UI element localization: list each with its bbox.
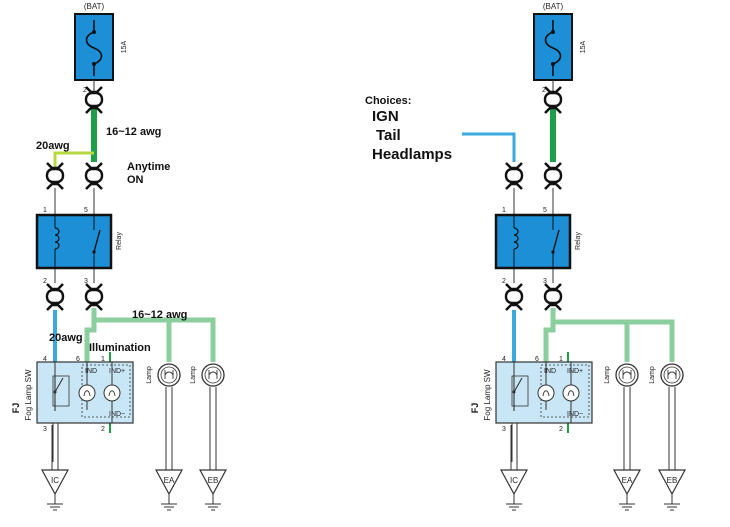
- right-connector-5: [543, 161, 563, 191]
- fuse-icon: [85, 20, 103, 76]
- ground-icon: [500, 424, 528, 511]
- left-relay-pin-1: 1: [43, 207, 47, 214]
- right-connector-1: [504, 161, 524, 191]
- ground-icon: [155, 424, 183, 511]
- left-relay-box: [35, 213, 113, 270]
- relay-switch-icon: [551, 215, 560, 268]
- right-fuse-connector: [543, 85, 563, 115]
- left-switch-ind: IND: [85, 368, 97, 375]
- choice-tail: Tail: [376, 127, 401, 144]
- left-switch-ind-minus: IND−: [109, 411, 125, 418]
- right-relay-pin-5: 5: [543, 207, 547, 214]
- left-switch-name: Fog Lamp SW: [24, 369, 33, 421]
- ground-icon: [658, 424, 686, 511]
- right-switch-ind-minus: IND−: [567, 411, 583, 418]
- ground-icon: [41, 424, 69, 511]
- left-switch-pin-2: 2: [101, 426, 105, 433]
- left-switch-ind-plus: IND+: [109, 368, 125, 375]
- switch-contact-icon: [511, 362, 529, 411]
- right-relay-box: [494, 213, 572, 270]
- left-wire-lamp-gauge: 16~12 awg: [132, 309, 187, 321]
- left-relay-pin-5: 5: [84, 207, 88, 214]
- left-relay-pin-3: 3: [84, 278, 88, 285]
- left-switch-pin-6: 6: [76, 356, 80, 363]
- right-ground-ic: IC: [510, 476, 518, 485]
- choice-headlamps: Headlamps: [372, 146, 452, 163]
- wire-lamp-feed: [84, 308, 216, 362]
- relay-switch-icon: [92, 215, 101, 268]
- fuse-icon: [544, 20, 562, 76]
- right-switch-pin-1: 1: [559, 356, 563, 363]
- right-fuse-source: (BAT): [543, 2, 564, 11]
- ground-icon: [613, 424, 641, 511]
- left-switch-pin-3: 3: [43, 426, 47, 433]
- right-fuse-rating: 15A: [580, 40, 587, 53]
- right-ground-eb: EB: [667, 476, 678, 485]
- left-fuse-connector: [84, 85, 104, 115]
- relay-coil-icon: [513, 215, 519, 268]
- right-circuit: (BAT) 15A 2 Choices: IGN Tail Headlamps …: [365, 2, 686, 511]
- right-relay-label: Relay: [575, 232, 582, 250]
- ground-icon: [199, 424, 227, 511]
- right-lamp-b: [660, 363, 684, 387]
- right-switch-ind-plus: IND+: [567, 368, 583, 375]
- left-connector-3: [84, 282, 104, 312]
- right-connector-3: [543, 282, 563, 312]
- left-fuse-rating: 15A: [121, 40, 128, 53]
- left-note-on: ON: [127, 174, 144, 186]
- left-note-anytime: Anytime: [127, 161, 170, 173]
- left-switch-pin-4: 4: [43, 356, 47, 363]
- right-relay-pin-1: 1: [502, 207, 506, 214]
- left-fuse-pin: 2: [83, 87, 87, 94]
- left-ground-ea: EA: [164, 476, 175, 485]
- left-fuse-source: (BAT): [84, 2, 105, 11]
- left-circuit: (BAT) 15A 2 16~12 awg 20awg Anytime ON 1…: [11, 2, 227, 511]
- right-switch-name-fj: FJ: [470, 403, 480, 414]
- indicator-lamp-icon: [537, 362, 580, 423]
- right-lamp-b-label: Lamp: [649, 366, 656, 384]
- left-illumination-label: Illumination: [89, 342, 151, 354]
- right-switch-pin-4: 4: [502, 356, 506, 363]
- right-switch-name: Fog Lamp SW: [483, 369, 492, 421]
- wire-lamp-feed: [543, 308, 675, 362]
- right-lamp-a-label: Lamp: [604, 366, 611, 384]
- right-fuse-pin: 2: [542, 87, 546, 94]
- right-switch-ind: IND: [544, 368, 556, 375]
- right-relay-pin-3: 3: [543, 278, 547, 285]
- wire-choice-feed: [462, 132, 516, 162]
- left-wire-main-gauge: 16~12 awg: [106, 126, 161, 138]
- left-ground-eb: EB: [208, 476, 219, 485]
- left-lamp-a: [157, 363, 181, 387]
- left-switch-pin-1: 1: [101, 356, 105, 363]
- right-connector-2: [504, 282, 524, 312]
- relay-coil-icon: [54, 215, 60, 268]
- left-switch-name-fj: FJ: [11, 403, 21, 414]
- left-connector-2: [45, 282, 65, 312]
- left-wire-jumper-gauge: 20awg: [36, 140, 70, 152]
- left-relay-label: Relay: [116, 232, 123, 250]
- left-wire-ind-gauge: 20awg: [49, 332, 83, 344]
- left-connector-5: [84, 161, 104, 191]
- left-ground-ic: IC: [51, 476, 59, 485]
- right-switch-pin-2: 2: [559, 426, 563, 433]
- choice-ign: IGN: [372, 108, 399, 125]
- left-lamp-b-label: Lamp: [190, 366, 197, 384]
- right-switch-pin-3: 3: [502, 426, 506, 433]
- left-lamp-b: [201, 363, 225, 387]
- right-ground-ea: EA: [622, 476, 633, 485]
- left-relay-pin-2: 2: [43, 278, 47, 285]
- right-relay-pin-2: 2: [502, 278, 506, 285]
- right-switch-pin-6: 6: [535, 356, 539, 363]
- left-lamp-a-label: Lamp: [146, 366, 153, 384]
- left-connector-1: [45, 161, 65, 191]
- indicator-lamp-icon: [78, 362, 121, 423]
- wire-jumper-20awg: [53, 151, 94, 170]
- choices-title: Choices:: [365, 95, 411, 107]
- switch-contact-icon: [52, 362, 70, 411]
- right-lamp-a: [615, 363, 639, 387]
